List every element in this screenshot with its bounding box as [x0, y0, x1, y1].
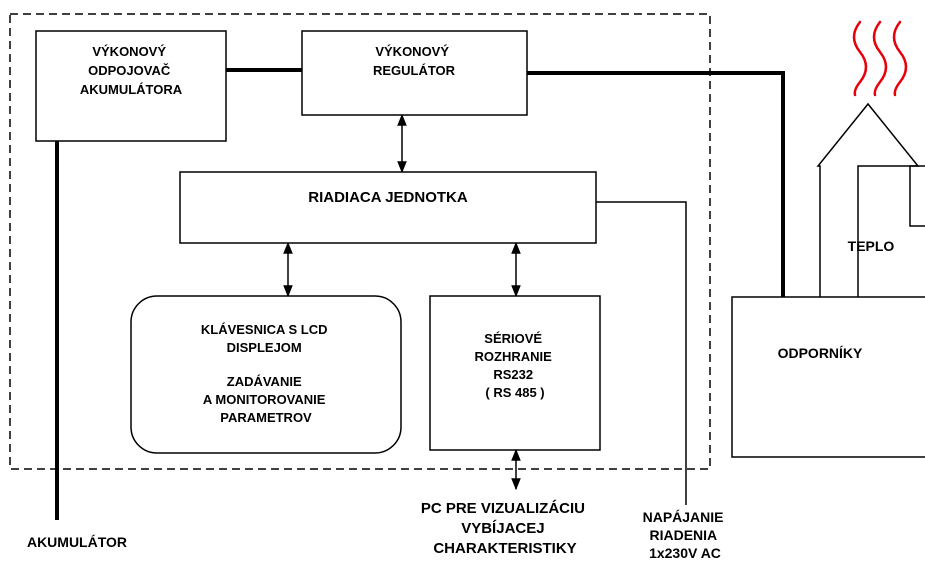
power-supply-line: NAPÁJANIE	[643, 509, 724, 525]
resistors-label: ODPORNÍKY	[778, 345, 863, 361]
serial-line: RS232	[493, 367, 533, 382]
heat-arrow-partial	[909, 165, 925, 227]
power-supply-line: RIADENIA	[649, 527, 717, 543]
keyboard-line: ZADÁVANIE	[227, 374, 302, 389]
keyboard-label: KLÁVESNICA S LCD DISPLEJOM ZADÁVANIE A M…	[201, 322, 331, 425]
keyboard-line: PARAMETROV	[220, 410, 312, 425]
disconnector-label: VÝKONOVÝ ODPOJOVAČ AKUMULÁTORA	[80, 44, 183, 97]
block-control-unit	[179, 171, 597, 244]
regulator-line: VÝKONOVÝ	[375, 44, 449, 59]
pc-line: VYBÍJACEJ	[461, 520, 544, 537]
regulator-label: VÝKONOVÝ REGULÁTOR	[373, 44, 456, 78]
disconnector-line: ODPOJOVAČ	[88, 63, 171, 78]
disconnector-line: VÝKONOVÝ	[92, 44, 166, 59]
serial-label: SÉRIOVÉ ROZHRANIE RS232 ( RS 485 )	[475, 331, 556, 400]
block-resistors	[731, 296, 925, 458]
power-supply-label: NAPÁJANIE RIADENIA 1x230V AC	[643, 509, 728, 561]
wire-power-supply	[596, 201, 687, 505]
disconnector-line: AKUMULÁTORA	[80, 82, 183, 97]
pc-line: CHARAKTERISTIKY	[433, 540, 576, 557]
keyboard-line: KLÁVESNICA S LCD	[201, 322, 328, 337]
block-serial	[429, 295, 601, 451]
block-keyboard	[130, 295, 402, 454]
serial-line: ROZHRANIE	[475, 349, 553, 364]
battery-label: AKUMULÁTOR	[27, 534, 127, 550]
block-regulator	[301, 30, 528, 116]
control-unit-line: RIADIACA JEDNOTKA	[308, 189, 468, 206]
keyboard-line: A MONITOROVANIE	[203, 392, 326, 407]
wire-regulator-resistors	[527, 71, 785, 297]
resistors-line: ODPORNÍKY	[778, 345, 863, 361]
pc-label: PC PRE VIZUALIZÁCIU VYBÍJACEJ CHARAKTERI…	[421, 500, 589, 557]
control-unit-label: RIADIACA JEDNOTKA	[308, 189, 468, 206]
system-boundary	[9, 13, 711, 470]
block-disconnector	[35, 30, 227, 142]
heat-waves-icon	[852, 20, 908, 97]
serial-line: ( RS 485 )	[485, 385, 544, 400]
keyboard-line: DISPLEJOM	[227, 340, 302, 355]
regulator-line: REGULÁTOR	[373, 63, 456, 78]
pc-line: PC PRE VIZUALIZÁCIU	[421, 500, 585, 517]
serial-line: SÉRIOVÉ	[484, 331, 542, 346]
heat-label: TEPLO	[848, 238, 895, 254]
heat-arrow	[816, 102, 920, 297]
power-supply-line: 1x230V AC	[649, 545, 721, 561]
